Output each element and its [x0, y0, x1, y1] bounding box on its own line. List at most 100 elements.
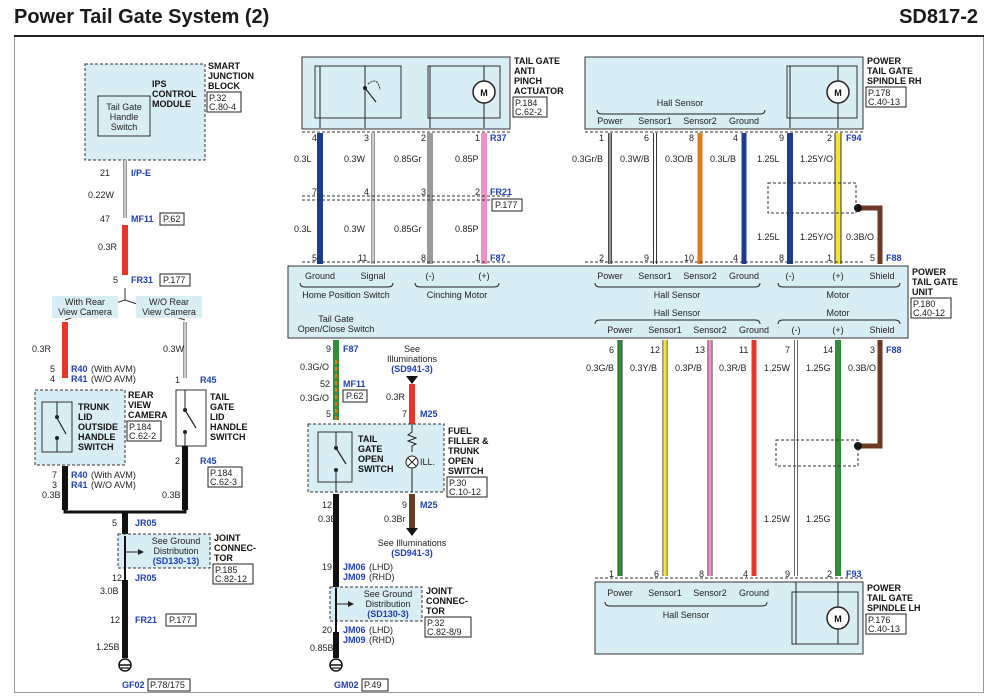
- ptu-bot-pin-14: 14: [823, 345, 833, 355]
- ground-gm02-ref-box: [361, 678, 389, 692]
- ptu-wire-2: 0.3Y/B: [630, 363, 657, 373]
- srh-label-2: TAIL GATE: [867, 66, 913, 76]
- ptu-bot-pin-12: 12: [650, 345, 660, 355]
- srh-pin-6: 6: [644, 133, 649, 143]
- ptu-top-sensor2: Sensor2: [683, 271, 717, 281]
- ref-p177-box: [159, 273, 191, 287]
- wire-label-1-25b: 1.25B: [96, 642, 120, 652]
- mid-wire-5: 0.85B: [310, 643, 334, 653]
- rvc-ref-box: [126, 420, 162, 442]
- sjb-ref-box: [206, 91, 242, 113]
- spindle-rh-box: [584, 56, 864, 130]
- spindle-rh-hall: Hall Sensor: [657, 98, 704, 108]
- srh-bot-pin-2: 2: [599, 253, 604, 263]
- pin-21: 21: [100, 168, 110, 178]
- srh-pin-1: 1: [599, 133, 604, 143]
- conn-jm09: JM09: [343, 572, 366, 582]
- spindle-rh-motor-symbol: [826, 80, 850, 104]
- ground-gm02-ref: P.49: [364, 680, 381, 690]
- jct-mid-conn: C.82-8/9: [427, 627, 462, 637]
- srh-wire-3: 0.3O/B: [665, 154, 693, 164]
- anti-bot-pin-8: 8: [421, 253, 426, 263]
- tgo-4: SWITCH: [358, 464, 394, 474]
- power-tail-gate-unit-box: [287, 265, 909, 339]
- anti-pinch-actuator: M TAIL GATE ANTI PINCH ACTUATOR P.184 C.…: [301, 56, 564, 133]
- ptu-bot-pin-6: 6: [609, 345, 614, 355]
- mid-pin-9: 9: [326, 344, 331, 354]
- ff-ref-box: [446, 476, 488, 498]
- srh-wire2-3: 0.3B/O: [846, 232, 874, 242]
- jct-left-1: JOINT: [214, 533, 241, 543]
- sjb-ips-1: IPS: [152, 79, 167, 89]
- slh-ref: P.176: [868, 615, 890, 625]
- page-title: Power Tail Gate System (2): [14, 6, 270, 28]
- rvc-1: REAR: [128, 390, 154, 400]
- conn-r45-b: R45: [200, 456, 217, 466]
- tail-gate-lid-handle-switch: TAIL GATE LID HANDLE SWITCH 2 R45 P.184 …: [175, 389, 248, 488]
- rear-view-camera: TRUNK LID OUTSIDE HANDLE SWITCH REAR VIE…: [34, 389, 168, 466]
- conn-fr21-b: FR21: [490, 187, 512, 197]
- srh-bot-pin-4: 4: [733, 253, 738, 263]
- anti-wires: 4 3 2 1 R37 0.3L 0.3W 0.85Gr 0.85P 7 4 3…: [294, 133, 523, 264]
- ground-symbol-left: [118, 658, 132, 672]
- anti-mid-pin-3: 3: [421, 187, 426, 197]
- mid-pin-7: 7: [402, 409, 407, 419]
- srh-wire-6: 1.25Y/O: [800, 154, 833, 164]
- conn-fr31: FR31: [131, 275, 153, 285]
- tlo-1: TRUNK: [78, 402, 110, 412]
- mid-see-2: Illuminations: [387, 354, 438, 364]
- srh-bot-pin-9: 9: [644, 253, 649, 263]
- power-tail-gate-unit: Ground Signal (-) (+) Home Position Swit…: [287, 265, 958, 339]
- ptu-cinch-group: Cinching Motor: [427, 290, 488, 300]
- jct-mid-1: JOINT: [426, 586, 453, 596]
- tag-lhd-b: (LHD): [369, 625, 393, 635]
- ptu-top-power: Power: [597, 271, 623, 281]
- ptu-motor-group-2: Motor: [826, 308, 849, 318]
- left-ground-wiring: 7 3 R40 (With AVM) R41 (W/O AVM) 0.3B 0.…: [42, 446, 256, 692]
- slh-pin-4: 4: [743, 569, 748, 579]
- sjb-ref: P.32: [209, 93, 226, 103]
- jc-left-3: (SD130-13): [153, 556, 200, 566]
- slh-hall: Hall Sensor: [663, 610, 710, 620]
- ptu-label-1: POWER: [912, 267, 947, 277]
- sjb-ips-2: CONTROL: [152, 89, 197, 99]
- ptu-hall-group: Hall Sensor: [654, 290, 701, 300]
- mid-see-4: See Illuminations: [378, 538, 447, 548]
- slh-pin-1: 1: [609, 569, 614, 579]
- tag-rhd: (RHD): [369, 572, 395, 582]
- conn-mf11-b: MF11: [343, 379, 366, 389]
- ptu-signal-label: Signal: [360, 271, 385, 281]
- ptu-bot-shield: Shield: [869, 325, 894, 335]
- jct-left-2: CONNEC-: [214, 543, 256, 553]
- slh-label-sensor1: Sensor1: [648, 588, 682, 598]
- srh-bot-pin-8: 8: [779, 253, 784, 263]
- tlo-4: HANDLE: [78, 432, 116, 442]
- wire-label-0-22w: 0.22W: [88, 190, 115, 200]
- ptu-wire-3: 0.3P/B: [675, 363, 702, 373]
- srh-wire2-2: 1.25Y/O: [800, 232, 833, 242]
- pin-3: 3: [52, 480, 57, 490]
- srh-label-1: POWER: [867, 56, 902, 66]
- ill-label: ILL.: [420, 457, 435, 467]
- wo-camera-tag: [136, 296, 202, 318]
- home-switch-inner: [314, 65, 402, 119]
- tgl-1: TAIL: [210, 392, 230, 402]
- tag-lhd: (LHD): [369, 562, 393, 572]
- conn-m25-b: M25: [420, 500, 438, 510]
- ground-gf02-ref: P.78/175: [150, 680, 185, 690]
- ref-p62: P.62: [163, 214, 180, 224]
- anti-pin-2: 2: [421, 133, 426, 143]
- tlo-5: SWITCH: [78, 442, 114, 452]
- joint-connector-left-box: [117, 533, 211, 569]
- slh-label-1: POWER: [867, 583, 902, 593]
- tgl-2: GATE: [210, 402, 234, 412]
- ptu-label-2: TAIL GATE: [912, 277, 958, 287]
- tgl-ref: P.184: [210, 468, 232, 478]
- anti-wire-1: 0.3L: [294, 154, 312, 164]
- ref-p177-b: P.177: [169, 615, 191, 625]
- srh-wire-2: 0.3W/B: [620, 154, 650, 164]
- slh-label-sensor2: Sensor2: [693, 588, 727, 598]
- conn-f88: F88: [886, 253, 902, 263]
- pin-7: 7: [52, 470, 57, 480]
- ptu-wire-7: 0.3B/O: [848, 363, 876, 373]
